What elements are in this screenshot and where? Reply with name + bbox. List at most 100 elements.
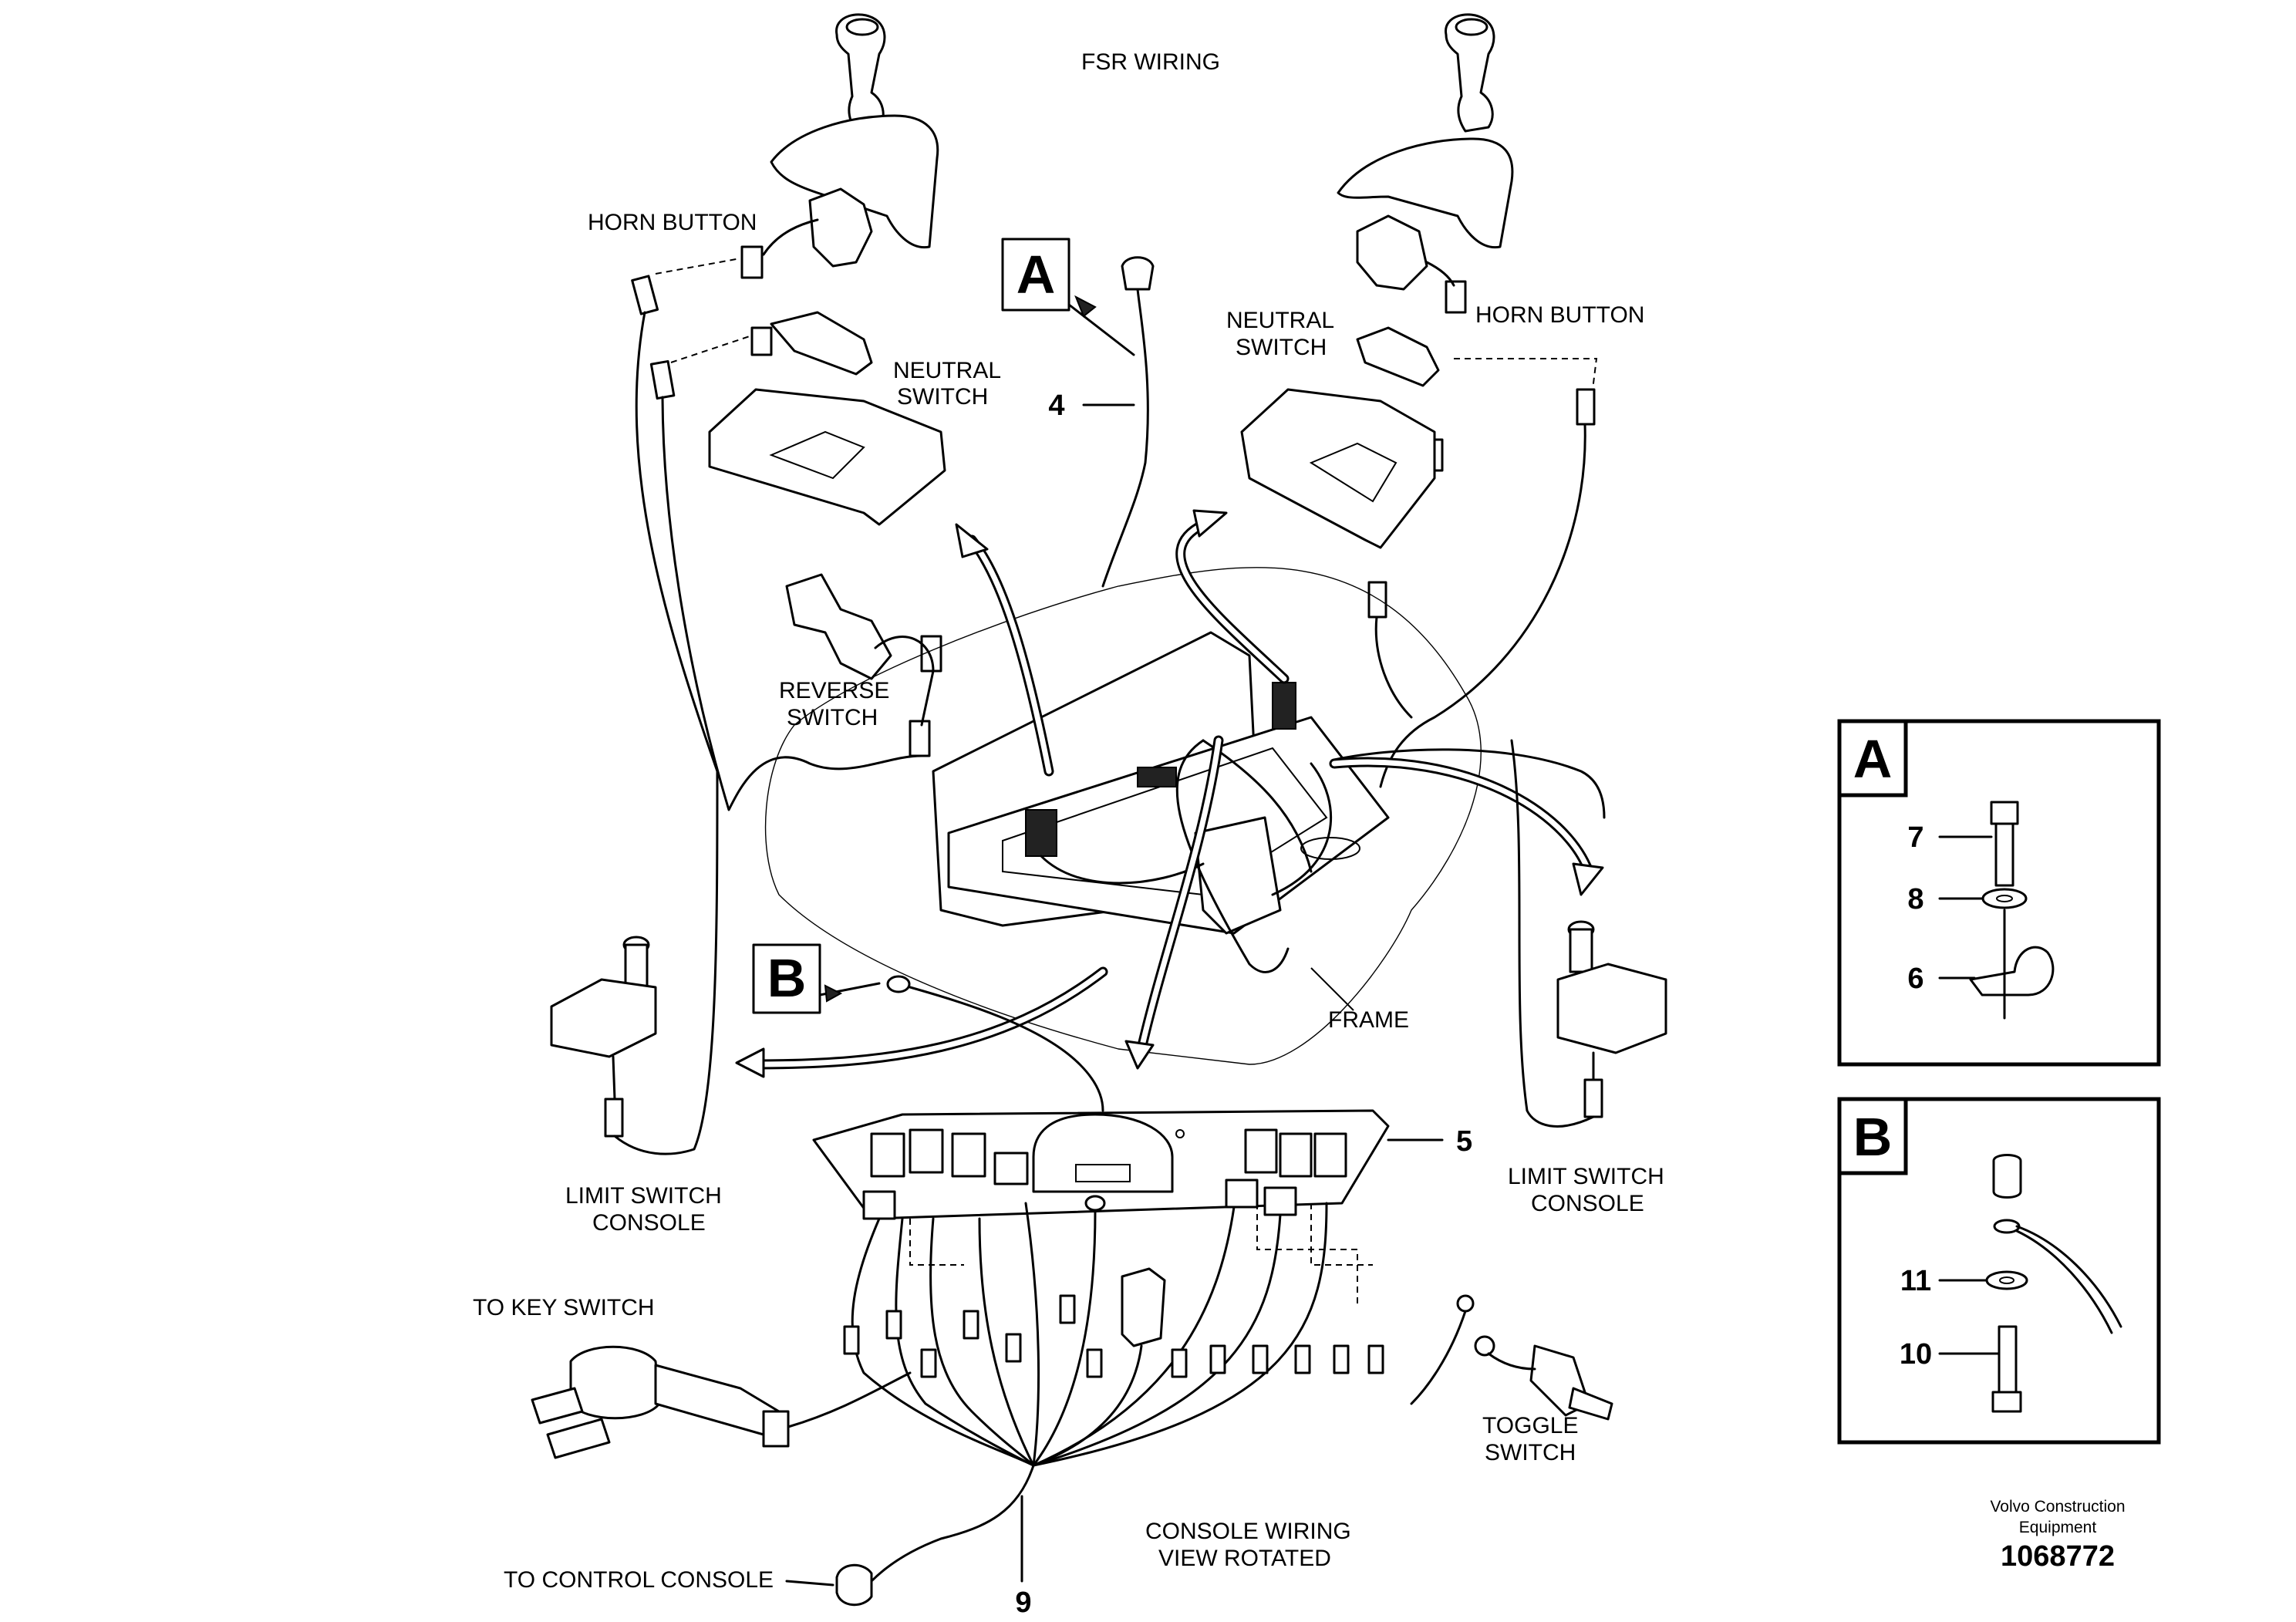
item-9-number: 9 <box>1015 1587 1031 1619</box>
footer-drawing-number: 1068772 <box>2001 1540 2115 1573</box>
console-switch-1 <box>870 1132 905 1178</box>
toggle-ring-b <box>1474 1335 1495 1357</box>
key-1 <box>531 1387 584 1425</box>
detail-b-item-10: 10 <box>1900 1338 1932 1371</box>
control-console-plug <box>835 1563 873 1607</box>
right-control-box <box>1240 388 1436 549</box>
left-horn-wire <box>762 218 819 256</box>
console-hole <box>1175 1129 1185 1138</box>
left-neutral-dash <box>670 335 753 363</box>
right-boot <box>1337 137 1514 249</box>
cable-9-group: 9 <box>835 1464 1035 1619</box>
left-limit-switch <box>550 770 719 1155</box>
left-horn-dash <box>655 258 741 275</box>
detail-b-wire-b <box>2015 1229 2113 1334</box>
toggle-wire-a <box>1410 1310 1467 1405</box>
console-switch-6 <box>1244 1128 1278 1174</box>
detail-b-washer <box>1985 1270 2028 1290</box>
detail-a-bolt-shank <box>1994 822 2014 887</box>
harness-dash-1 <box>1256 1203 1358 1303</box>
callout-a-pointer <box>1074 295 1097 318</box>
center-block <box>1194 816 1282 935</box>
neutral-switch-label-right-2: SWITCH <box>1236 335 1327 360</box>
reverse-switch-label-2: SWITCH <box>787 705 878 730</box>
harness-wire-4 <box>978 1217 1035 1467</box>
limit-switch-right-label-1: LIMIT SWITCH <box>1508 1164 1664 1189</box>
right-limit-wire <box>1510 739 1595 1128</box>
detail-a-item-7: 7 <box>1907 821 1923 854</box>
left-neutral-switch <box>770 311 873 376</box>
harness-connector-5 <box>1005 1333 1022 1363</box>
harness-connector-6 <box>1059 1294 1076 1324</box>
toggle-ring-a <box>1456 1294 1475 1313</box>
detail-a-item-6: 6 <box>1907 963 1923 995</box>
frame-outline <box>764 567 1482 1065</box>
limit-switch-right-label-2: CONSOLE <box>1531 1191 1644 1216</box>
callout-b-box <box>752 943 821 1014</box>
horn-button-label-left: HORN BUTTON <box>588 210 757 235</box>
frame-leader <box>1310 967 1354 1011</box>
right-horn-dash <box>1454 358 1598 390</box>
ground-ring-b <box>886 975 911 993</box>
limit-switch-left-label-1: LIMIT SWITCH <box>565 1183 722 1209</box>
left-neutral-connector <box>750 326 773 356</box>
arrow-head-left-joystick <box>955 523 989 558</box>
item-5-number: 5 <box>1456 1125 1472 1158</box>
console-switch-7 <box>1279 1132 1313 1178</box>
gauge-stud <box>1084 1195 1106 1212</box>
harness-connector-2 <box>885 1310 902 1340</box>
dash-round-part <box>1300 837 1360 860</box>
reverse-switch-label-1: REVERSE <box>779 678 889 703</box>
key-switch-connector <box>762 1410 790 1448</box>
center-dash-connector <box>1137 767 1177 787</box>
detail-b-tag <box>1837 1097 1908 1175</box>
limit-switch-left-label-2: CONSOLE <box>592 1210 706 1236</box>
detail-b-nut <box>1992 1154 2022 1199</box>
arrow-head-right-limit <box>1572 862 1604 896</box>
harness-wire-10 <box>1032 1202 1328 1467</box>
detail-b-ring-terminal <box>1993 1219 2021 1234</box>
left-limit-connector <box>604 1098 624 1138</box>
right-limit-connector <box>1583 1078 1603 1118</box>
left-wire-harness-a <box>635 311 719 773</box>
detail-a-washer <box>1981 888 2028 909</box>
arrow-head-console <box>1124 1040 1155 1070</box>
left-dash-connector <box>1025 809 1057 857</box>
toggle-wire-b <box>1487 1352 1536 1371</box>
left-control-box-slot <box>769 430 865 480</box>
harness-wire-2 <box>895 1217 1035 1467</box>
detail-a-clip <box>1969 946 2055 996</box>
left-connector-a <box>631 275 659 315</box>
right-wire-harness-b <box>1374 615 1413 719</box>
right-joystick-handle <box>1445 13 1495 133</box>
harness-connector-10 <box>1252 1344 1269 1374</box>
callout-a-group: A 4 <box>1001 238 1155 588</box>
neutral-switch-label-left-1: NEUTRAL <box>893 358 1001 383</box>
console-panel: 5 <box>812 1109 1472 1347</box>
left-joystick-handle <box>835 13 886 133</box>
right-joystick-cap <box>1455 18 1489 36</box>
key-switch-group <box>531 1345 912 1459</box>
detail-a-panel: A 7 8 6 <box>1837 719 2161 1067</box>
horn-button-label-right: HORN BUTTON <box>1475 302 1644 328</box>
detail-a-washer-hole <box>1996 895 2013 902</box>
harness-dash-2 <box>1310 1203 1373 1266</box>
item-4-number: 4 <box>1048 389 1064 422</box>
harness-connector-3 <box>920 1348 937 1378</box>
dash-wire-c <box>1175 739 1290 973</box>
right-limit-shaft <box>1569 928 1593 973</box>
frame-label: FRAME <box>1328 1007 1409 1033</box>
harness-connector-12 <box>1333 1344 1350 1374</box>
diagram-title: FSR WIRING <box>1081 49 1220 75</box>
harness-wire-5 <box>1024 1202 1040 1467</box>
footer-company-line-1: Volvo Construction <box>1990 1498 2125 1516</box>
console-switch-5 <box>862 1190 896 1220</box>
harness-connector-4 <box>963 1310 979 1340</box>
callout-a-leader <box>1067 303 1135 356</box>
toggle-switch-lever <box>1568 1387 1613 1421</box>
console-switch-9 <box>1225 1179 1259 1209</box>
right-horn-connector <box>1445 280 1467 314</box>
right-limit-body <box>1556 963 1667 1054</box>
key-switch-wire <box>787 1371 912 1428</box>
harness-wire-6 <box>1032 1209 1097 1467</box>
